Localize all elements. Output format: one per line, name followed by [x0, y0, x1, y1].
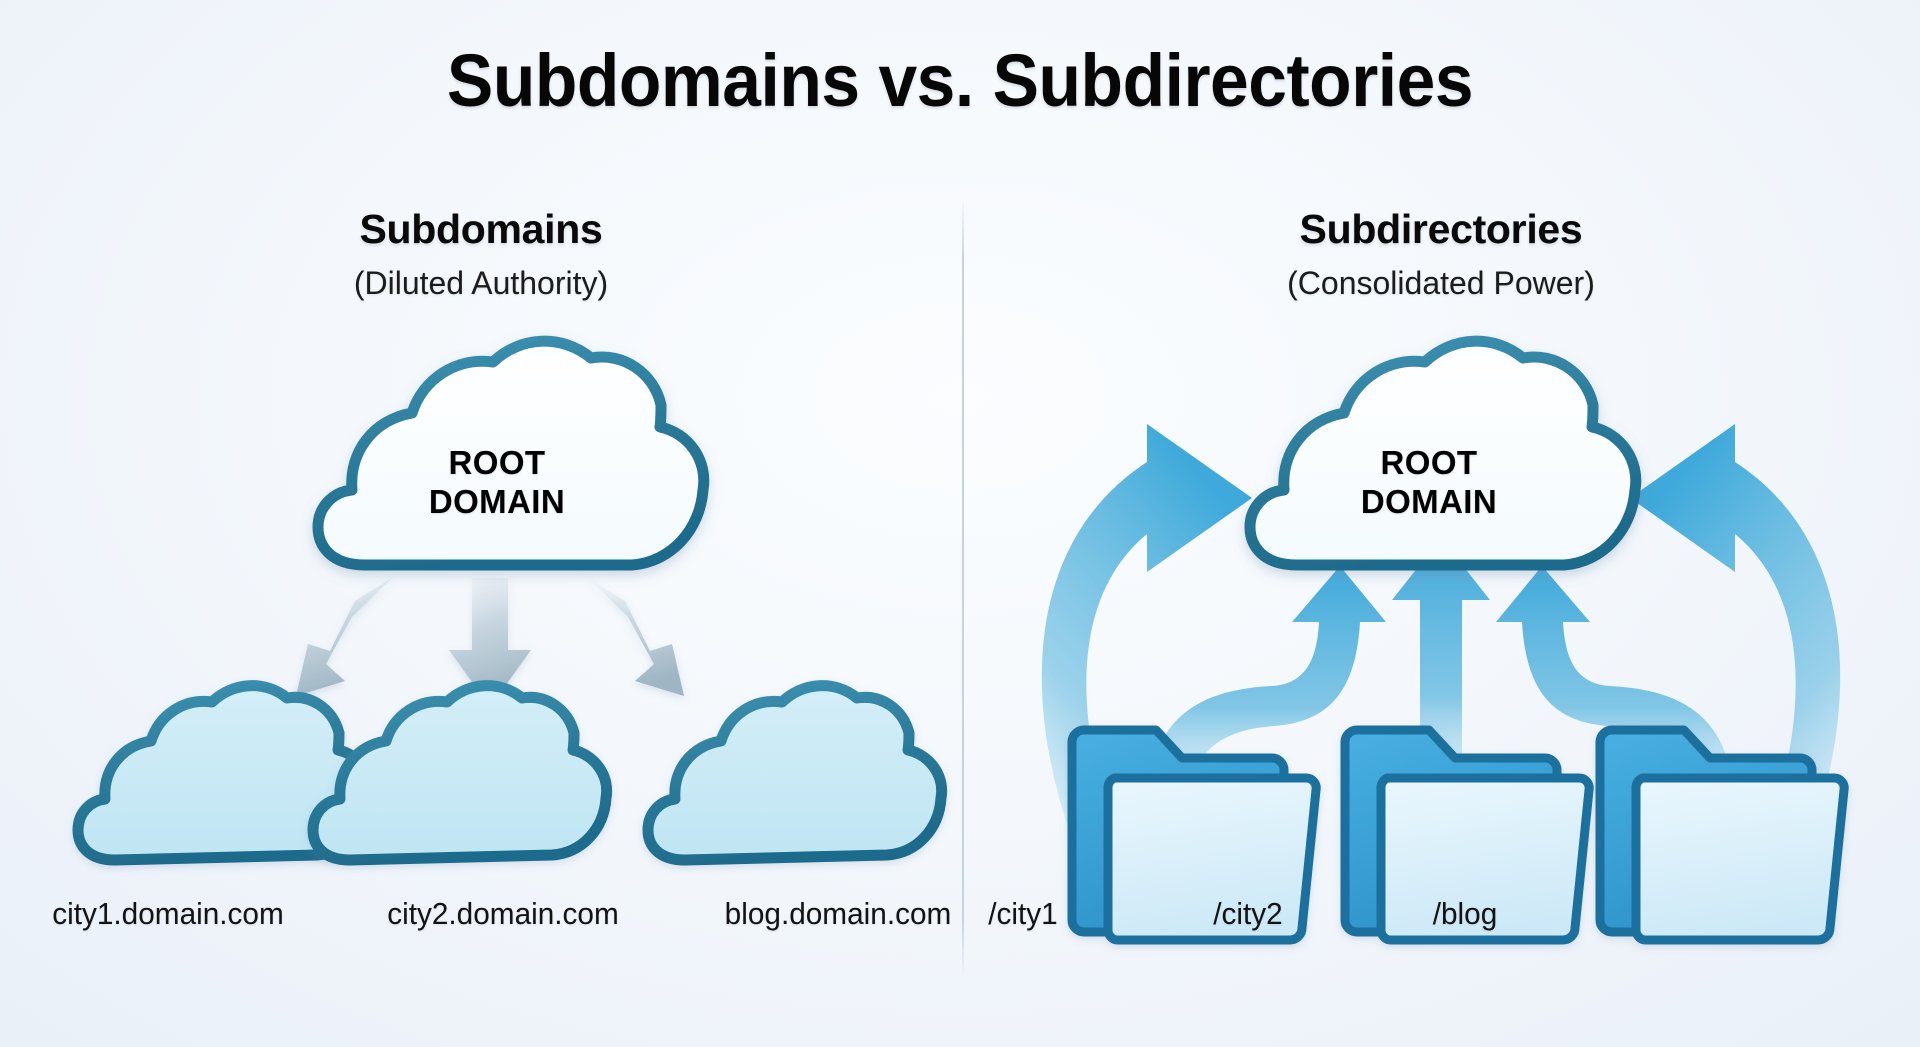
arrow-down-gray-icon: [588, 578, 684, 696]
subdirectory-caption-1: /city2: [1213, 896, 1283, 931]
panel-subdomains: Subdomains (Diluted Authority): [52, 206, 951, 931]
subdomain-caption-2: blog.domain.com: [724, 896, 952, 931]
root-domain-label: ROOT DOMAIN: [1299, 444, 1559, 521]
root-domain-label-line1: ROOT: [448, 444, 546, 481]
root-domain-label-line2: DOMAIN: [1360, 482, 1498, 520]
panel-subdirectories: Subdirectories (Consolidated Power): [962, 0, 1920, 1047]
subdomain-caption-1: city2.domain.com: [387, 896, 619, 931]
root-domain-label-line1: ROOT: [1380, 444, 1478, 481]
arrow-up-blue-icon: [1041, 424, 1252, 860]
subdomains-artwork: [72, 335, 948, 866]
arrow-down-gray-icon-group: [296, 578, 684, 707]
subdirectories-subheading: (Consolidated Power): [1287, 265, 1595, 301]
arrow-up-blue-inner-group: [1148, 538, 1734, 802]
subdirectory-caption-2: /blog: [1432, 896, 1498, 931]
panel-divider: [962, 198, 964, 978]
subdirectories-heading: Subdirectories: [1299, 206, 1583, 252]
page-title: Subdomains vs. Subdirectories: [446, 39, 1474, 122]
subdomains-subheading: (Diluted Authority): [353, 265, 609, 301]
subdomain-cloud-1: [307, 680, 613, 866]
arrow-up-blue-icon: [1630, 424, 1841, 860]
arrow-up-blue-icon: [1148, 566, 1386, 802]
subdomains-heading: Subdomains: [359, 206, 603, 252]
subdomain-cloud-2: [642, 680, 948, 866]
subdirectories-artwork: [1041, 335, 1849, 945]
subdomain-cloud-0: [72, 680, 378, 866]
arrow-up-blue-icon: [1392, 538, 1490, 800]
subdomain-caption-0: city1.domain.com: [52, 896, 284, 931]
arrow-down-gray-icon: [296, 578, 392, 696]
root-domain-label-line2: DOMAIN: [428, 482, 566, 520]
subdirectory-folder-2: [1595, 725, 1849, 945]
arrow-down-gray-icon: [449, 578, 531, 707]
arrow-up-blue-icon: [1496, 566, 1734, 802]
subdirectory-caption-0: /city1: [988, 896, 1058, 931]
root-domain-label: ROOT DOMAIN: [367, 444, 627, 521]
